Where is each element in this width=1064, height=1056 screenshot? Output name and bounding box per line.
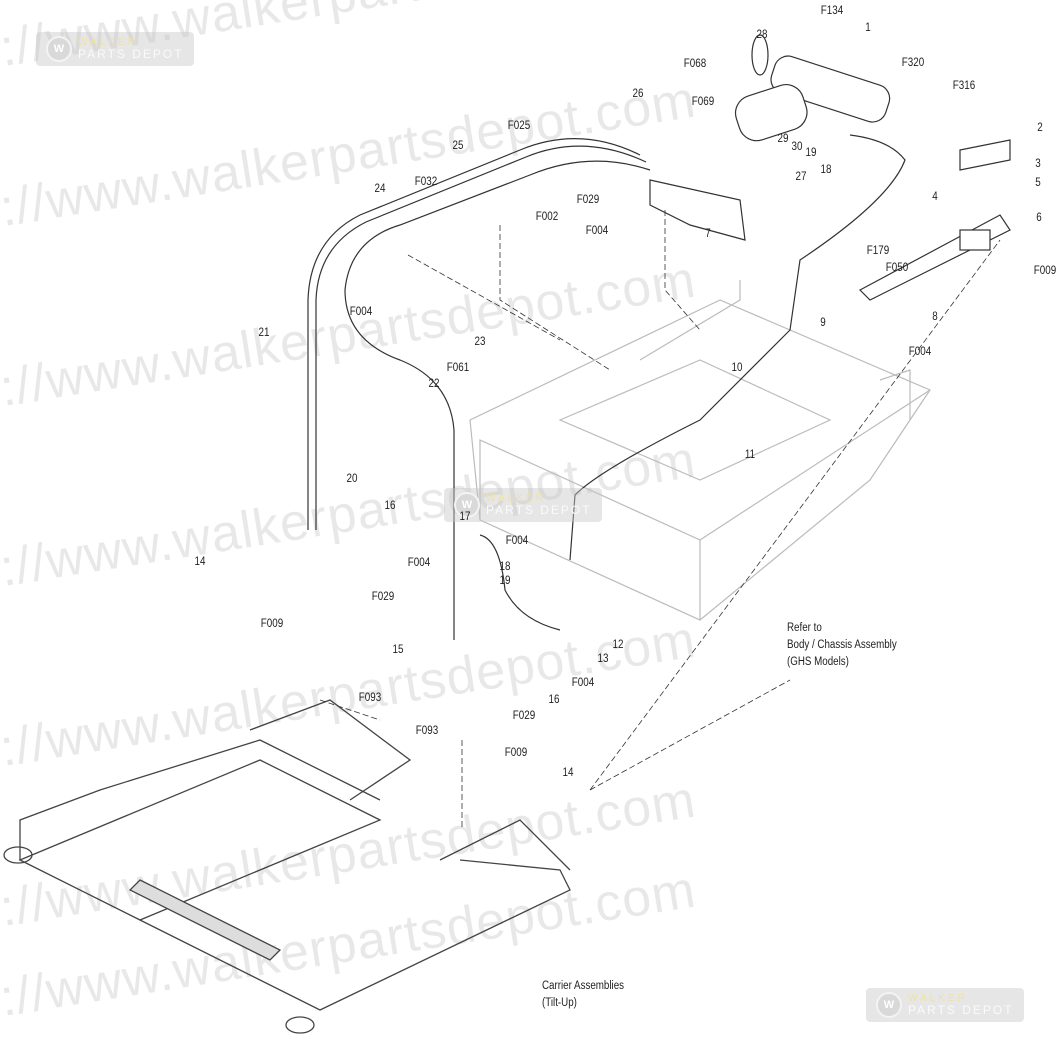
part-callout-label: 18 (820, 162, 832, 176)
part-callout-label: F004 (349, 304, 373, 318)
part-callout-label: 28 (756, 27, 768, 41)
part-callout-label: F316 (952, 78, 976, 92)
logo-line2: PARTS DEPOT (486, 503, 592, 517)
part-callout-label: 21 (258, 325, 270, 339)
part-callout-label: 22 (428, 376, 440, 390)
part-callout-label: 8 (932, 309, 938, 323)
leader-lines (319, 210, 1001, 830)
part-callout-label: 9 (820, 315, 826, 329)
logo-line1: WALKER (78, 37, 138, 48)
part-callout-label: F093 (415, 723, 439, 737)
part-callout-label: 6 (1036, 210, 1042, 224)
part-callout-label: 14 (562, 765, 574, 779)
part-callout-label: 30 (791, 139, 803, 153)
part-callout-label: 26 (632, 86, 644, 100)
chassis-reference-note: Refer to Body / Chassis Assembly (GHS Mo… (787, 620, 897, 671)
carrier-reference-note: Carrier Assemblies (Tilt-Up) (542, 978, 624, 1012)
part-callout-label: F068 (683, 56, 707, 70)
part-callout-label: 19 (499, 573, 511, 587)
part-callout-label: F029 (576, 192, 600, 206)
logo-line1: WALKER (908, 993, 968, 1004)
part-callout-label: F004 (908, 344, 932, 358)
actuator-motor (734, 34, 891, 142)
part-callout-label: 15 (392, 642, 404, 656)
part-callout-label: 3 (1035, 156, 1041, 170)
part-callout-label: F025 (507, 118, 531, 132)
part-callout-label: 4 (932, 189, 938, 203)
carrier-frame (3, 699, 571, 1034)
note-line: Body / Chassis Assembly (787, 639, 897, 651)
part-callout-label: 11 (744, 447, 756, 461)
part-callout-label: F009 (260, 616, 284, 630)
part-callout-label: 24 (374, 181, 386, 195)
part-callout-label: 25 (452, 138, 464, 152)
part-callout-label: 16 (384, 498, 396, 512)
note-line: Refer to (787, 622, 822, 634)
part-callout-label: F093 (358, 690, 382, 704)
note-line: Carrier Assemblies (542, 980, 625, 992)
part-callout-label: F004 (585, 223, 609, 237)
part-callout-label: 13 (597, 651, 609, 665)
part-callout-label: 7 (705, 226, 711, 240)
part-callout-label: F179 (866, 243, 890, 257)
part-callout-label: F320 (901, 55, 925, 69)
part-callout-label: 19 (805, 145, 817, 159)
part-callout-label: 10 (731, 360, 743, 374)
part-callout-label: 5 (1035, 175, 1041, 189)
part-callout-label: F050 (885, 260, 909, 274)
part-callout-label: F009 (504, 745, 528, 759)
part-callout-label: F061 (446, 360, 470, 374)
logo-line2: PARTS DEPOT (908, 1003, 1014, 1017)
part-callout-label: F029 (371, 589, 395, 603)
part-callout-label: F009 (1033, 263, 1057, 277)
part-callout-label: F069 (691, 94, 715, 108)
part-callout-label: 29 (777, 131, 789, 145)
cables (307, 134, 906, 640)
bracket-assembly (649, 139, 1011, 301)
part-callout-label: 17 (459, 509, 471, 523)
part-callout-label: 18 (499, 559, 511, 573)
note-line: (GHS Models) (787, 656, 849, 668)
chassis-body (469, 280, 931, 621)
part-callout-label: F002 (535, 209, 559, 223)
part-callout-label: 2 (1037, 120, 1043, 134)
part-callout-label: F004 (407, 555, 431, 569)
note-line: (Tilt-Up) (542, 997, 577, 1009)
part-callout-label: 16 (548, 692, 560, 706)
part-callout-label: 12 (612, 637, 624, 651)
logo-line2: PARTS DEPOT (78, 47, 184, 61)
part-callout-label: F032 (414, 174, 438, 188)
part-callout-label: F134 (820, 3, 844, 17)
part-callout-label: 23 (474, 334, 486, 348)
walker-w-logo-icon: W (876, 992, 902, 1018)
part-callout-label: 14 (194, 554, 206, 568)
part-callout-label: 20 (346, 471, 358, 485)
part-callout-label: 27 (795, 169, 807, 183)
part-callout-label: F004 (505, 533, 529, 547)
walker-w-logo-icon: W (46, 36, 72, 62)
part-callout-label: 1 (865, 20, 871, 34)
part-callout-label: F004 (571, 675, 595, 689)
walker-w-logo-icon: W (454, 492, 480, 518)
logo-line1: WALKER (486, 493, 546, 504)
part-callout-label: F029 (512, 708, 536, 722)
